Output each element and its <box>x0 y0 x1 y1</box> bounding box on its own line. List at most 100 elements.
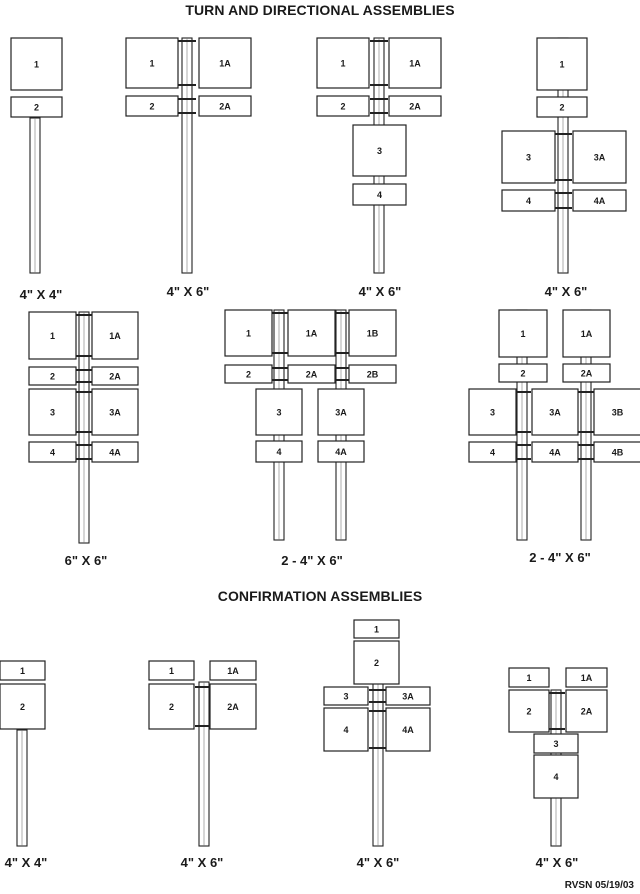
sign-panel-label: 4A <box>549 448 561 458</box>
sign-panel <box>536 96 588 118</box>
sign-panel <box>287 364 336 384</box>
sign-panel-label: 2 <box>246 370 251 380</box>
assembly-caption: 4" X 4" <box>4 855 48 870</box>
sign-panel <box>501 189 556 212</box>
sign-panel <box>388 37 442 89</box>
sign-panel-label: 2 <box>374 658 379 668</box>
sign-panel-label: 1 <box>34 60 39 70</box>
sign-panel <box>125 37 179 89</box>
sign-panel-label: 2A <box>581 369 593 379</box>
sign-panel <box>593 441 640 463</box>
sign-panel-label: 4 <box>276 447 281 457</box>
sign-panel <box>91 388 139 436</box>
sign-panel <box>91 441 139 463</box>
sign-panel <box>91 366 139 386</box>
sign-panel <box>388 95 442 117</box>
sign-panel <box>508 689 550 733</box>
sign-panel <box>198 37 252 89</box>
sign-panel-label: 3A <box>402 692 414 702</box>
sign-panel-label: 1 <box>20 666 25 676</box>
sign-panel-label: 4A <box>109 448 121 458</box>
sign-panel-label: 4A <box>594 196 606 206</box>
sign-panel <box>531 441 579 463</box>
sign-panel-label: 3 <box>553 739 558 749</box>
sign-panel <box>562 309 611 358</box>
sign-panel-label: 2A <box>109 372 121 382</box>
sign-panel-label: 3A <box>335 408 347 418</box>
sign-panel-label: 1B <box>367 329 379 339</box>
sign-panel <box>353 619 400 639</box>
sign-panel-label: 2 <box>340 102 345 112</box>
assembly-caption: 4" X 6" <box>535 855 579 870</box>
confirmation-heading: CONFIRMATION ASSEMBLIES <box>217 588 423 604</box>
sign-panel-label: 4A <box>402 725 414 735</box>
sign-panel <box>533 733 579 754</box>
sign-panel-label: 3 <box>50 408 55 418</box>
sign-panel <box>28 311 77 360</box>
sign-panel <box>348 364 397 384</box>
sign-panel <box>498 309 548 358</box>
sign-panel <box>468 388 517 436</box>
sign-panel-label: 3 <box>377 146 382 156</box>
sign-panel <box>10 96 63 118</box>
sign-panel-label: 1 <box>526 673 531 683</box>
sign-panel <box>593 388 640 436</box>
sign-panel <box>353 640 400 685</box>
sign-panel <box>224 309 273 357</box>
sign-panel-label: 3A <box>549 408 561 418</box>
sign-panel <box>224 364 273 384</box>
sign-panel-label: 4B <box>612 448 624 458</box>
sign-panel-label: 2 <box>34 103 39 113</box>
sign-panel <box>565 689 608 733</box>
sign-panel-label: 2B <box>367 370 379 380</box>
assembly-caption: 4" X 4" <box>19 287 63 302</box>
sign-panel-label: 2 <box>520 369 525 379</box>
sign-panel <box>317 388 365 436</box>
sign-panel <box>28 388 77 436</box>
assembly-caption: 4" X 6" <box>358 284 402 299</box>
sign-panel <box>572 130 627 184</box>
assembly-caption: 4" X 6" <box>356 855 400 870</box>
sign-panel-label: 1A <box>581 329 593 339</box>
sign-panel <box>385 686 431 706</box>
sign-panel-label: 1 <box>559 60 564 70</box>
sign-panel-label: 1 <box>374 625 379 635</box>
sign-panel <box>316 37 370 89</box>
sign-panel <box>125 95 179 117</box>
sign-panel <box>498 363 548 383</box>
sign-panel <box>209 660 257 681</box>
sign-panel <box>352 183 407 206</box>
sign-panel-label: 4 <box>553 772 558 782</box>
assembly-caption: 4" X 6" <box>180 855 224 870</box>
revision-stamp: RVSN 05/19/03 <box>564 880 634 891</box>
sign-panel <box>501 130 556 184</box>
sign-panel-label: 1 <box>520 329 525 339</box>
sign-panel <box>198 95 252 117</box>
sign-panel-label: 3A <box>109 408 121 418</box>
sign-panel-label: 2 <box>149 102 154 112</box>
sign-panel-label: 3 <box>526 153 531 163</box>
sign-panel-label: 4 <box>526 196 531 206</box>
assembly-caption: 6" X 6" <box>64 553 108 568</box>
sign-panel-label: 4 <box>490 448 495 458</box>
sign-panel <box>255 440 303 463</box>
sign-panel-label: 1A <box>219 59 231 69</box>
sign-panel-label: 4 <box>50 448 55 458</box>
sign-panel <box>91 311 139 360</box>
sign-panel-label: 4 <box>377 190 382 200</box>
sign-panel <box>531 388 579 436</box>
sign-panel <box>352 124 407 177</box>
sign-panel <box>562 363 611 383</box>
sign-panel <box>533 754 579 799</box>
sign-panel <box>255 388 303 436</box>
sign-panel-label: 2A <box>219 102 231 112</box>
sign-panel-label: 2A <box>409 102 421 112</box>
sign-panel-label: 2 <box>50 372 55 382</box>
sign-panel <box>536 37 588 91</box>
sign-panel-label: 2 <box>169 702 174 712</box>
sign-panel-label: 1 <box>149 59 154 69</box>
sign-panel-label: 4 <box>343 725 348 735</box>
sign-panel-label: 2A <box>581 707 593 717</box>
sign-panel-label: 1A <box>109 331 121 341</box>
